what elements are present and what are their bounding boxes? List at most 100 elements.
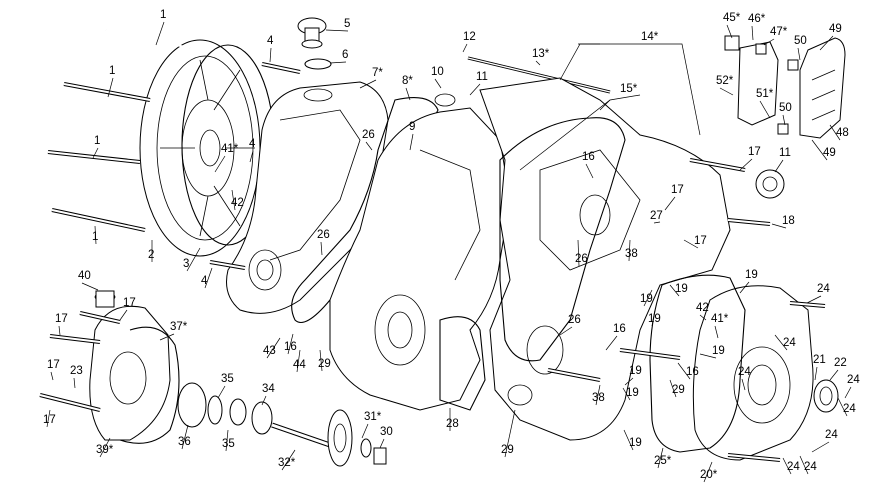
callout-label-c32: 32* — [278, 457, 296, 469]
callout-leader-c27 — [653, 221, 661, 224]
gasket-25 — [649, 274, 746, 453]
callout-label-c51: 51* — [756, 88, 774, 100]
callout-label-c29a: 29 — [318, 358, 331, 370]
bracket-plate — [724, 35, 799, 135]
callout-label-c29c: 29 — [672, 384, 685, 396]
callout-label-c17d: 17 — [123, 297, 136, 309]
callout-leader-c38a — [628, 239, 631, 262]
callout-label-c26b: 26 — [317, 229, 330, 241]
callout-leader-c42b — [699, 314, 707, 321]
callout-leader-c40 — [81, 282, 99, 291]
callout-label-c46: 46* — [748, 13, 766, 25]
callout-label-c52: 52* — [716, 75, 734, 87]
callout-label-c26d: 26 — [568, 314, 581, 326]
callout-leader-c26b — [320, 241, 323, 256]
callout-label-c43: 43 — [263, 345, 276, 357]
callout-leader-c45 — [726, 24, 733, 39]
callout-leader-c22 — [829, 369, 839, 381]
callout-label-c23: 23 — [70, 365, 83, 377]
water-pump-internals — [177, 382, 387, 467]
callout-leader-c16a — [585, 163, 594, 179]
bearing-11 — [755, 169, 785, 199]
callout-label-c17b: 17 — [671, 184, 684, 196]
callout-leader-c17g — [46, 409, 51, 428]
bracket-48 — [799, 37, 846, 139]
callout-leader-c19a — [739, 281, 750, 294]
callout-label-c19c: 19 — [675, 283, 688, 295]
callout-leader-c39 — [99, 437, 111, 458]
callout-label-c26a: 26 — [362, 129, 375, 141]
callout-leader-c32 — [281, 449, 296, 471]
callout-label-c20: 20* — [700, 469, 718, 481]
callout-label-c35b: 35 — [222, 438, 235, 450]
callout-leader-c17c — [683, 239, 699, 249]
callout-label-c24h: 24 — [804, 461, 817, 473]
callout-leader-c48 — [829, 124, 841, 141]
callout-leader-c35b — [225, 429, 229, 452]
callout-label-c6: 6 — [342, 49, 348, 61]
callout-leader-c18 — [771, 223, 787, 229]
callout-leader-c11b — [774, 159, 784, 173]
callout-label-c28: 28 — [446, 418, 459, 430]
callout-leader-c1c — [92, 147, 99, 159]
callout-label-c16a: 16 — [582, 151, 595, 163]
callout-label-c17g: 17 — [43, 414, 56, 426]
long-bolts-1 — [47, 29, 191, 232]
callout-label-c19e: 19 — [712, 345, 725, 357]
callout-label-c50b: 50 — [779, 102, 792, 114]
callout-leader-c52 — [719, 87, 734, 96]
callout-leader-c24a — [806, 295, 822, 304]
callout-label-c19b: 19 — [640, 293, 653, 305]
callout-label-c1d: 1 — [92, 231, 98, 243]
callout-label-c38a: 38 — [625, 248, 638, 260]
callout-leader-c4c — [204, 267, 213, 289]
callout-leader-c26a — [365, 141, 373, 151]
callout-leader-c31 — [361, 423, 369, 439]
callout-leader-c4a — [269, 47, 272, 63]
callout-label-c9: 9 — [409, 121, 415, 133]
callout-leader-c21 — [814, 366, 818, 381]
callout-leader-c17e — [58, 325, 61, 336]
callout-label-c35a: 35 — [221, 373, 234, 385]
callout-leader-c35a — [217, 385, 226, 399]
callout-leader-c1a — [155, 21, 165, 46]
callout-label-c42b: 42 — [696, 302, 709, 314]
callout-label-c1b: 1 — [109, 65, 115, 77]
callout-label-c11a: 11 — [476, 71, 488, 83]
gasket-8 — [291, 97, 439, 324]
callout-label-c7: 7* — [372, 67, 383, 79]
callout-leader-c50a — [797, 47, 801, 61]
o-ring-37 — [119, 326, 180, 444]
callout-label-c24a: 24 — [817, 283, 830, 295]
callout-leader-c43 — [266, 337, 281, 359]
callout-leader-c47 — [763, 38, 775, 46]
callout-label-c18: 18 — [782, 215, 795, 227]
callout-leader-c17b — [664, 196, 676, 211]
callout-leader-c24e — [837, 397, 848, 417]
callout-leader-c44 — [296, 349, 301, 373]
callout-leader-c24d — [844, 386, 852, 399]
callout-label-c21: 21 — [813, 354, 826, 366]
callout-label-c29b: 29 — [501, 444, 514, 456]
callout-label-c4c: 4 — [201, 275, 208, 287]
callout-label-c38b: 38 — [592, 392, 605, 404]
callout-label-c19d: 19 — [648, 313, 661, 325]
bolts-right — [39, 62, 826, 462]
callout-leader-c41b — [714, 325, 719, 339]
callout-leader-c16c — [287, 333, 294, 355]
callout-leader-c24f — [811, 441, 830, 453]
callout-label-c1a: 1 — [160, 9, 166, 21]
callout-leader-c19g — [622, 387, 631, 401]
callout-leader-c6 — [329, 61, 347, 64]
callout-leader-c29b — [504, 409, 516, 458]
callout-leader-c19d — [651, 309, 656, 327]
filler-plug-5 — [297, 17, 332, 70]
callout-label-c11b: 11 — [779, 147, 791, 159]
water-pump-cover — [89, 290, 171, 441]
callout-leader-c11a — [469, 83, 481, 96]
callout-leader-c19h — [623, 429, 634, 451]
callout-leader-c19c — [669, 284, 680, 297]
callout-label-c17c: 17 — [694, 235, 707, 247]
callout-label-c34: 34 — [262, 383, 275, 395]
callout-label-c41b: 41* — [711, 313, 729, 325]
